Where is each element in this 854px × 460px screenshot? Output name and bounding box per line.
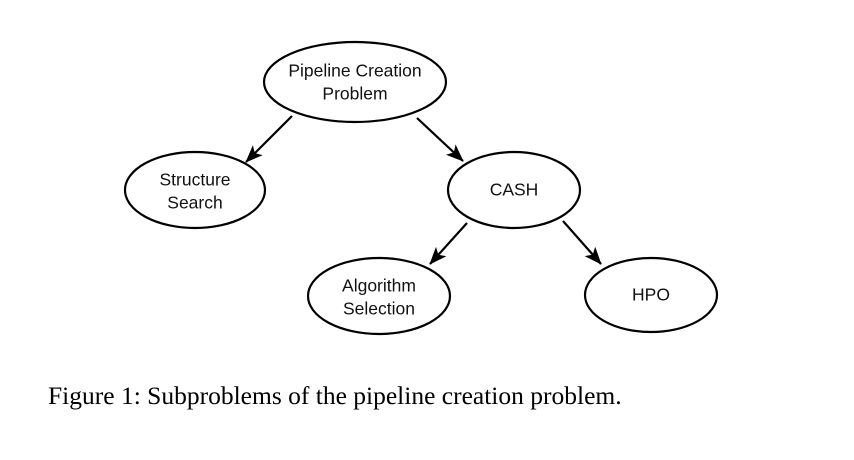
node-label-line1: Algorithm [342, 276, 416, 296]
node-cash: CASH [446, 150, 582, 230]
edge-root-to-cash [416, 117, 464, 162]
node-label-line2: Problem [322, 84, 387, 104]
node-pipeline-creation-problem: Pipeline Creation Problem [262, 40, 448, 124]
node-label-line1: Pipeline Creation [288, 61, 421, 81]
node-label-line1: HPO [632, 285, 670, 305]
node-hpo: HPO [583, 256, 719, 334]
edge-root-to-structure-search [245, 115, 293, 163]
node-ellipse [306, 256, 452, 336]
edge-cash-to-algorithm-selection [429, 222, 468, 265]
node-label-line2: Selection [343, 299, 415, 319]
node-label-line2: Search [167, 193, 222, 213]
node-ellipse [262, 40, 448, 124]
node-label-line1: Structure [160, 170, 231, 190]
diagram-nodes: Pipeline Creation Problem Structure Sear… [123, 40, 719, 336]
node-ellipse [583, 256, 719, 334]
node-structure-search: Structure Search [123, 150, 267, 230]
figure-caption: Figure 1: Subproblems of the pipeline cr… [48, 381, 622, 410]
node-algorithm-selection: Algorithm Selection [306, 256, 452, 336]
node-label-line1: CASH [490, 180, 539, 200]
edge-cash-to-hpo [562, 220, 602, 265]
node-ellipse [123, 150, 267, 230]
node-ellipse [446, 150, 582, 230]
diagram-edges [245, 115, 602, 265]
